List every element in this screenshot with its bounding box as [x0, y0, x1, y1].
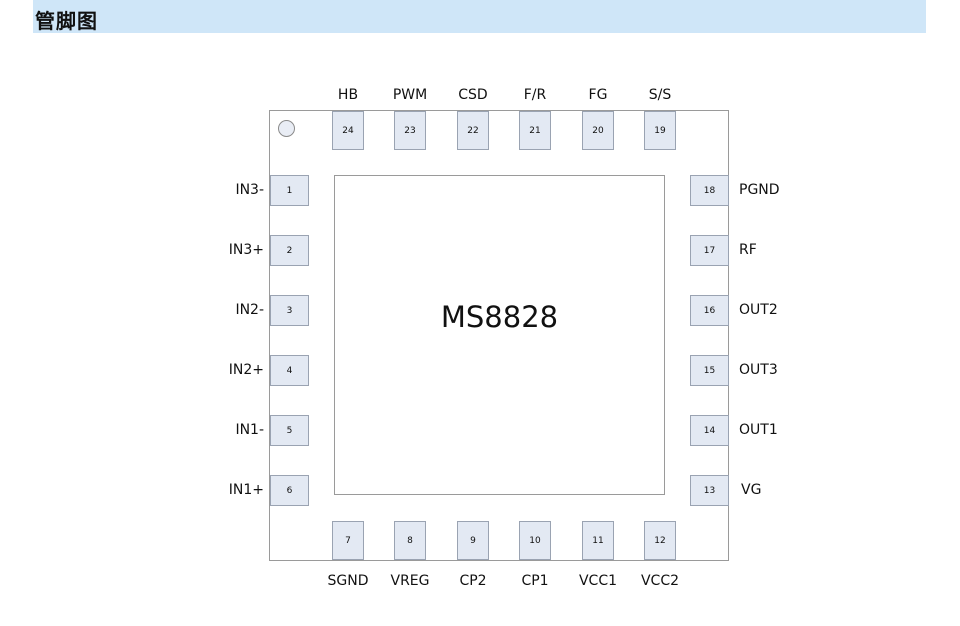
chip-package: [269, 110, 729, 561]
pin-pad: 22: [457, 111, 489, 150]
chip-name: MS8828: [440, 300, 559, 334]
pin-label: CSD: [458, 87, 488, 103]
pin-pad: 7: [332, 521, 364, 560]
pin-pad: 20: [582, 111, 614, 150]
pin-label: VG: [741, 482, 762, 498]
pin-pad: 23: [394, 111, 426, 150]
pin-label: IN2+: [228, 362, 264, 378]
pin-pad: 15: [690, 355, 729, 386]
pin-label: OUT3: [739, 362, 778, 378]
pin-pad: 13: [690, 475, 729, 506]
pin-pad: 1: [270, 175, 309, 206]
pin-pad: 4: [270, 355, 309, 386]
pin-pad: 10: [519, 521, 551, 560]
pin-label: IN1-: [235, 422, 264, 438]
pin-pad: 2: [270, 235, 309, 266]
pin-pad: 21: [519, 111, 551, 150]
pin-label: HB: [337, 87, 359, 103]
pin-label: CP1: [521, 573, 549, 589]
pin-label: IN3-: [235, 182, 264, 198]
pin-pad: 19: [644, 111, 676, 150]
pin-pad: 12: [644, 521, 676, 560]
pin-pad: 17: [690, 235, 729, 266]
pin-pad: 24: [332, 111, 364, 150]
pin-label: RF: [739, 242, 757, 258]
pin-label: OUT2: [739, 302, 778, 318]
pin-label: FG: [588, 87, 608, 103]
pin-label: F/R: [523, 87, 547, 103]
pin-label: VCC2: [640, 573, 680, 589]
pin-pad: 5: [270, 415, 309, 446]
pin-pad: 3: [270, 295, 309, 326]
pin-pad: 9: [457, 521, 489, 560]
pin-label: S/S: [648, 87, 672, 103]
section-title: 管脚图: [35, 9, 98, 33]
pin-label: PWM: [392, 87, 428, 103]
pin-pad: 16: [690, 295, 729, 326]
pin-label: SGND: [327, 573, 369, 589]
pin-label: IN1+: [228, 482, 264, 498]
pin-label: VREG: [390, 573, 430, 589]
pin1-marker: [278, 120, 295, 137]
pin-label: OUT1: [739, 422, 778, 438]
pin-label: IN3+: [228, 242, 264, 258]
pin-label: PGND: [739, 182, 780, 198]
pin-pad: 11: [582, 521, 614, 560]
section-header: 管脚图: [33, 0, 926, 33]
pin-label: VCC1: [578, 573, 618, 589]
pin-pad: 14: [690, 415, 729, 446]
pin-pad: 6: [270, 475, 309, 506]
chip-die: [334, 175, 665, 495]
pin-pad: 8: [394, 521, 426, 560]
pin-label: IN2-: [235, 302, 264, 318]
pin-pad: 18: [690, 175, 729, 206]
pin-label: CP2: [459, 573, 487, 589]
